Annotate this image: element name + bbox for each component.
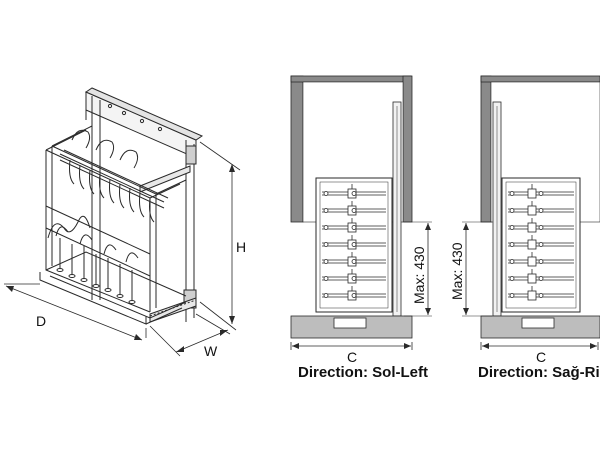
dimension-label-max-left: Max: 430 xyxy=(411,246,427,304)
hook-row xyxy=(508,286,574,301)
dimension-label-w: W xyxy=(204,343,218,359)
cabinet-left-wall xyxy=(290,75,304,223)
dimension-label-d: D xyxy=(36,313,46,329)
hook-row xyxy=(508,252,574,267)
hook-row xyxy=(322,235,386,250)
base-foot xyxy=(521,317,555,329)
hook-row xyxy=(322,201,386,216)
hook-row xyxy=(508,184,574,199)
isometric-rack xyxy=(39,87,204,325)
cabinet-right-wall xyxy=(402,75,413,223)
dimension-label-h: H xyxy=(236,239,246,255)
cabinet-top xyxy=(480,75,600,83)
bottom-holders xyxy=(47,215,139,304)
dimension-label-c-right: C xyxy=(536,349,546,365)
hook-row xyxy=(508,218,574,233)
wire-frame xyxy=(45,125,187,319)
hook-row xyxy=(322,286,386,301)
top-hook-rail xyxy=(59,129,169,223)
hook-row xyxy=(508,269,574,284)
hook-row xyxy=(322,218,386,233)
hook-row xyxy=(508,201,574,216)
back-frame xyxy=(84,87,204,322)
caption-left: Direction: Sol-Left xyxy=(298,364,428,381)
dimension-label-max-right: Max: 430 xyxy=(449,242,465,300)
cabinet-top xyxy=(290,75,412,83)
hook-row xyxy=(322,269,386,284)
front-view-right xyxy=(462,75,600,350)
caption-right: Direction: Sağ-Right xyxy=(478,364,600,381)
hook-row xyxy=(508,235,574,250)
base-tray xyxy=(39,272,183,325)
base-foot xyxy=(333,317,367,329)
hook-row xyxy=(322,252,386,267)
hook-row xyxy=(322,184,386,199)
hook-rows-right xyxy=(508,184,574,301)
slide-rails xyxy=(139,165,197,323)
dimension-lines-iso xyxy=(4,141,241,357)
cabinet-left-wall xyxy=(480,75,492,223)
dimension-label-c-left: C xyxy=(347,349,357,365)
front-view-left xyxy=(290,75,432,350)
hook-rows-left xyxy=(322,184,386,301)
